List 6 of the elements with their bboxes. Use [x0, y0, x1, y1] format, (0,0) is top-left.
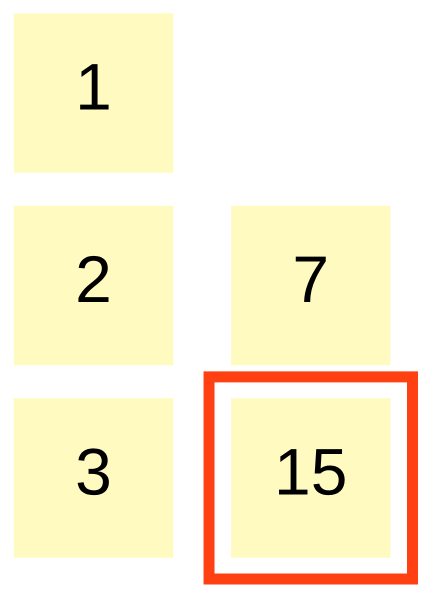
- cluster: [204, 371, 418, 585]
- node-box: 3: [14, 398, 174, 558]
- node-box: 15: [231, 398, 390, 558]
- node-box: 2: [14, 206, 174, 366]
- node-box: 7: [231, 206, 390, 366]
- node-box: 1: [14, 13, 174, 173]
